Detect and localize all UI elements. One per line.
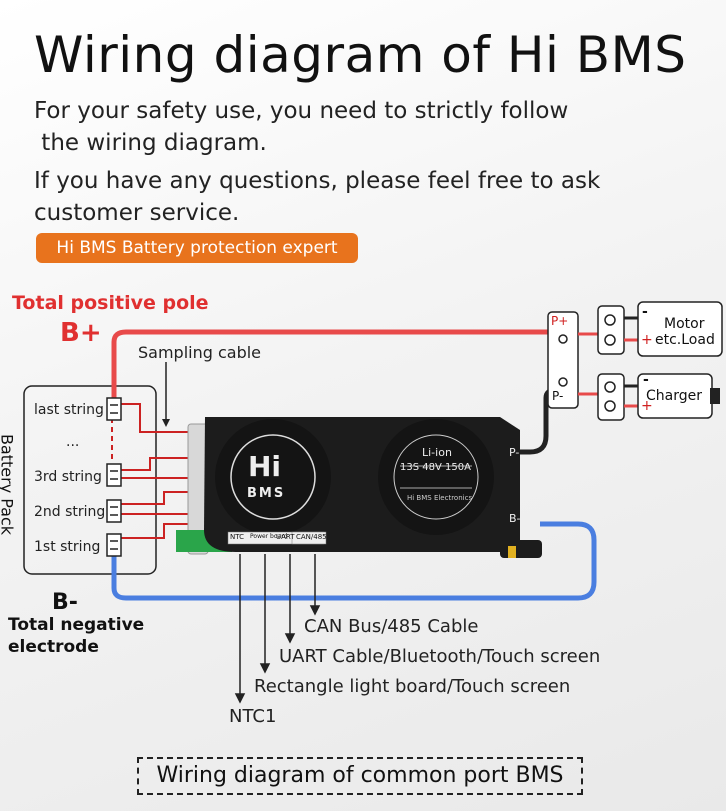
string-2nd: 2nd string [34,504,106,520]
charger-minus: - [643,372,649,388]
bms-logo-bottom: BMS [247,486,286,501]
footer-caption: Wiring diagram of common port BMS [156,763,564,788]
bms-chemistry: Li-ion [422,446,452,459]
sampling-wires [120,403,198,539]
cable-can-label: CAN Bus/485 Cable [304,616,479,637]
cable-light-label: Rectangle light board/Touch screen [254,676,571,697]
terminal-p-minus: P- [552,389,564,403]
string-ellipsis: ... [66,434,80,450]
cable-uart-label: UART Cable/Bluetooth/Touch screen [279,646,601,667]
positive-pole-label: Total positive pole [12,292,209,314]
bms-spec: 13S 48V 150A [400,462,471,473]
bms-logo-top: Hi [248,450,282,483]
port-uart: UART [276,533,295,541]
string-1st: 1st string [34,539,101,555]
charger-connector [597,373,625,421]
charger-plus: + [641,398,653,414]
bms-port-p-minus: P- [509,446,520,459]
footer-frame [137,757,583,795]
positive-wire [111,329,556,402]
intro-line-1: For your safety use, you need to strictl… [34,98,569,124]
motor-label-1: Motor [664,316,705,332]
intro-line-2: the wiring diagram. [34,130,267,156]
string-last: last string [34,402,104,418]
terminal-p-plus: P+ [551,314,569,328]
bms-port-b-minus: B- [509,512,521,525]
negative-label-1: Total negative [8,615,145,635]
motor-plus: + [641,332,653,348]
b-minus-label: B- [52,590,78,615]
port-can-485: CAN/485 [296,533,327,541]
b-plus-label: B+ [60,318,102,348]
page-title: Wiring diagram of Hi BMS [34,26,687,84]
string-3rd: 3rd string [34,469,102,485]
motor-box [637,301,723,357]
charger-label: Charger [646,388,702,404]
sampling-cable-label: Sampling cable [138,343,262,362]
intro-line-4: customer service. [34,200,240,226]
negative-wire [111,521,597,601]
battery-cells [106,397,122,557]
motor-minus: - [642,304,648,320]
motor-label-2: etc.Load [655,332,715,348]
port-ntc: NTC [230,533,244,541]
motor-connector [597,305,625,355]
battery-pack-box [23,385,157,575]
cable-arrows [234,554,321,704]
terminal-block [547,311,579,409]
expert-badge: Hi BMS Battery protection expert [36,233,358,263]
battery-pack-label: Battery Pack [0,433,17,536]
cable-ntc-label: NTC1 [229,706,277,727]
negative-label-2: electrode [8,637,99,657]
intro-line-3: If you have any questions, please feel f… [34,168,601,194]
bms-brand: Hi BMS Electronics [407,494,473,502]
port-power-board: Power board [250,533,288,540]
bms-board [176,417,542,558]
